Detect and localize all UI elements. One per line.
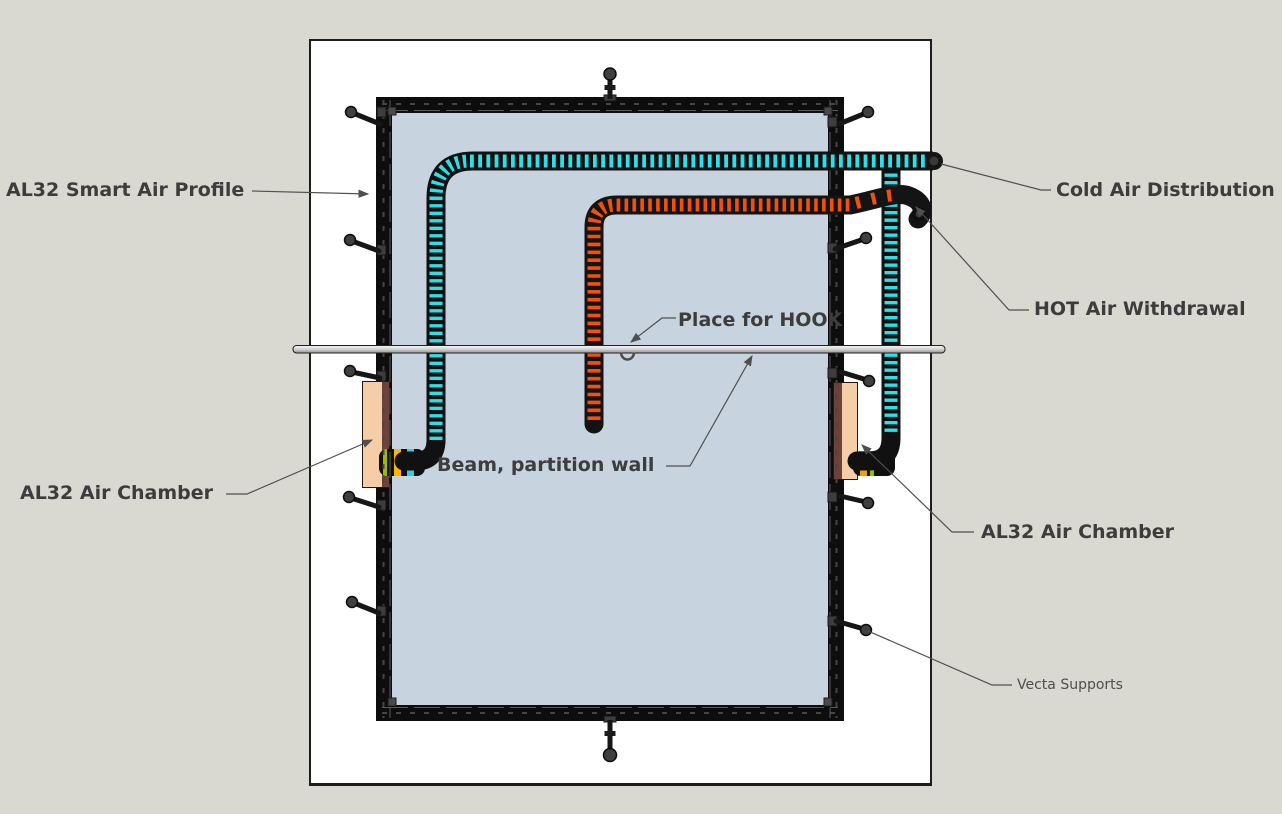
- leader-cold-air: [940, 163, 1051, 191]
- label-beam-partition-wall: Beam, partition wall: [437, 454, 655, 476]
- label-vecta-supports: Vecta Supports: [1017, 677, 1123, 693]
- label-air-chamber-left: AL32 Air Chamber: [20, 482, 214, 504]
- label-air-chamber-right: AL32 Air Chamber: [981, 521, 1175, 543]
- label-place-for-hook: Place for HOOK: [678, 309, 843, 331]
- label-smart-air-profile: AL32 Smart Air Profile: [6, 179, 245, 201]
- al32-smart-air-frame: [376, 97, 844, 721]
- hose-coupler-right: [853, 451, 895, 476]
- leader-hot-air: [915, 206, 1029, 311]
- label-hot-air-withdrawal: HOT Air Withdrawal: [1034, 298, 1246, 320]
- label-cold-air-distribution: Cold Air Distribution: [1056, 179, 1275, 201]
- hose-coupler-left: [379, 449, 425, 476]
